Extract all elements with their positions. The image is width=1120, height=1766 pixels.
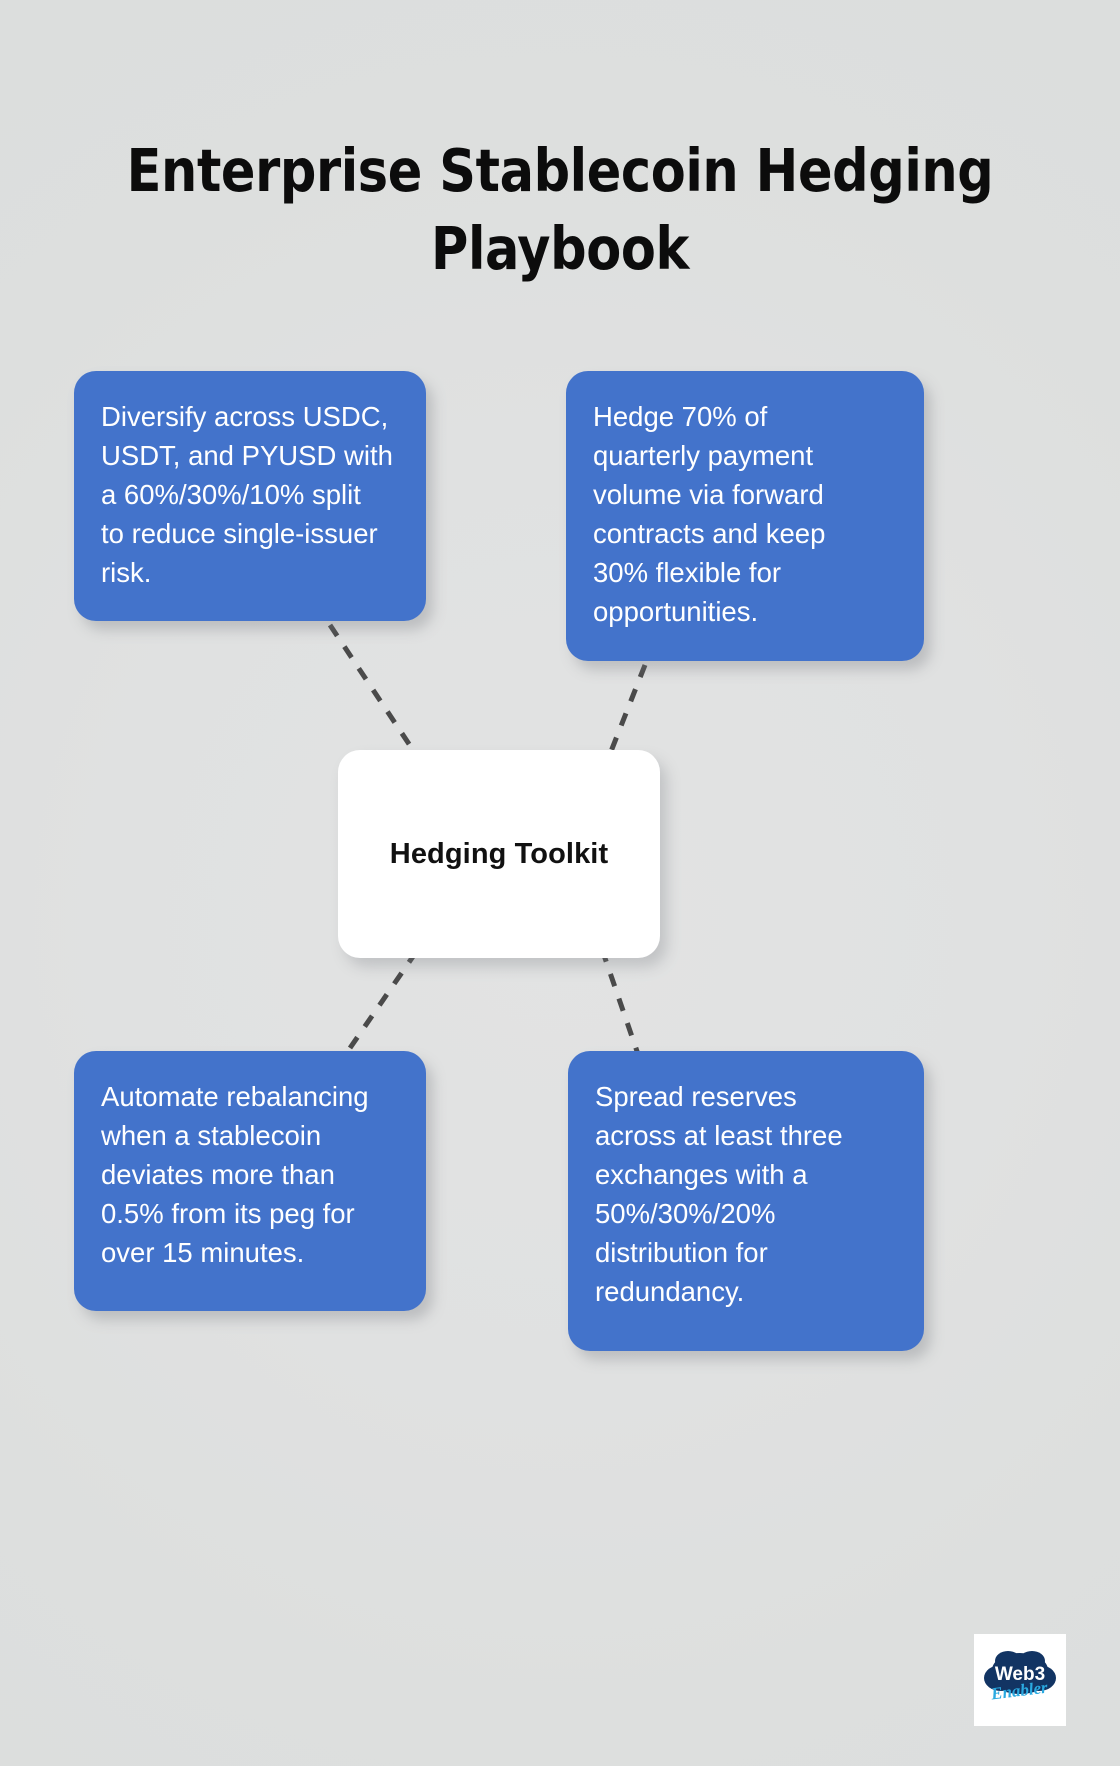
center-node-label: Hedging Toolkit — [389, 837, 609, 870]
cloud-logo-icon: Web3 Enabler — [974, 1634, 1066, 1726]
card-top-left-text: Diversify across USDC, USDT, and PYUSD w… — [101, 401, 393, 589]
logo-primary-text: Web3 — [995, 1664, 1045, 1685]
center-node[interactable]: Hedging Toolkit — [338, 750, 660, 958]
cloud-shape — [984, 1651, 1056, 1694]
page-title: Enterprise Stablecoin Hedging Playbook — [126, 135, 994, 283]
card-top-left[interactable]: Diversify across USDC, USDT, and PYUSD w… — [74, 371, 426, 621]
card-top-right-text: Hedge 70% of quarterly payment volume vi… — [593, 401, 826, 628]
card-bottom-left-text: Automate rebalancing when a stablecoin d… — [101, 1081, 369, 1269]
card-bottom-right[interactable]: Spread reserves across at least three ex… — [568, 1051, 924, 1351]
brand-logo: Web3 Enabler — [974, 1634, 1066, 1726]
card-top-right[interactable]: Hedge 70% of quarterly payment volume vi… — [566, 371, 924, 661]
card-bottom-left[interactable]: Automate rebalancing when a stablecoin d… — [74, 1051, 426, 1311]
card-bottom-right-text: Spread reserves across at least three ex… — [595, 1081, 843, 1308]
